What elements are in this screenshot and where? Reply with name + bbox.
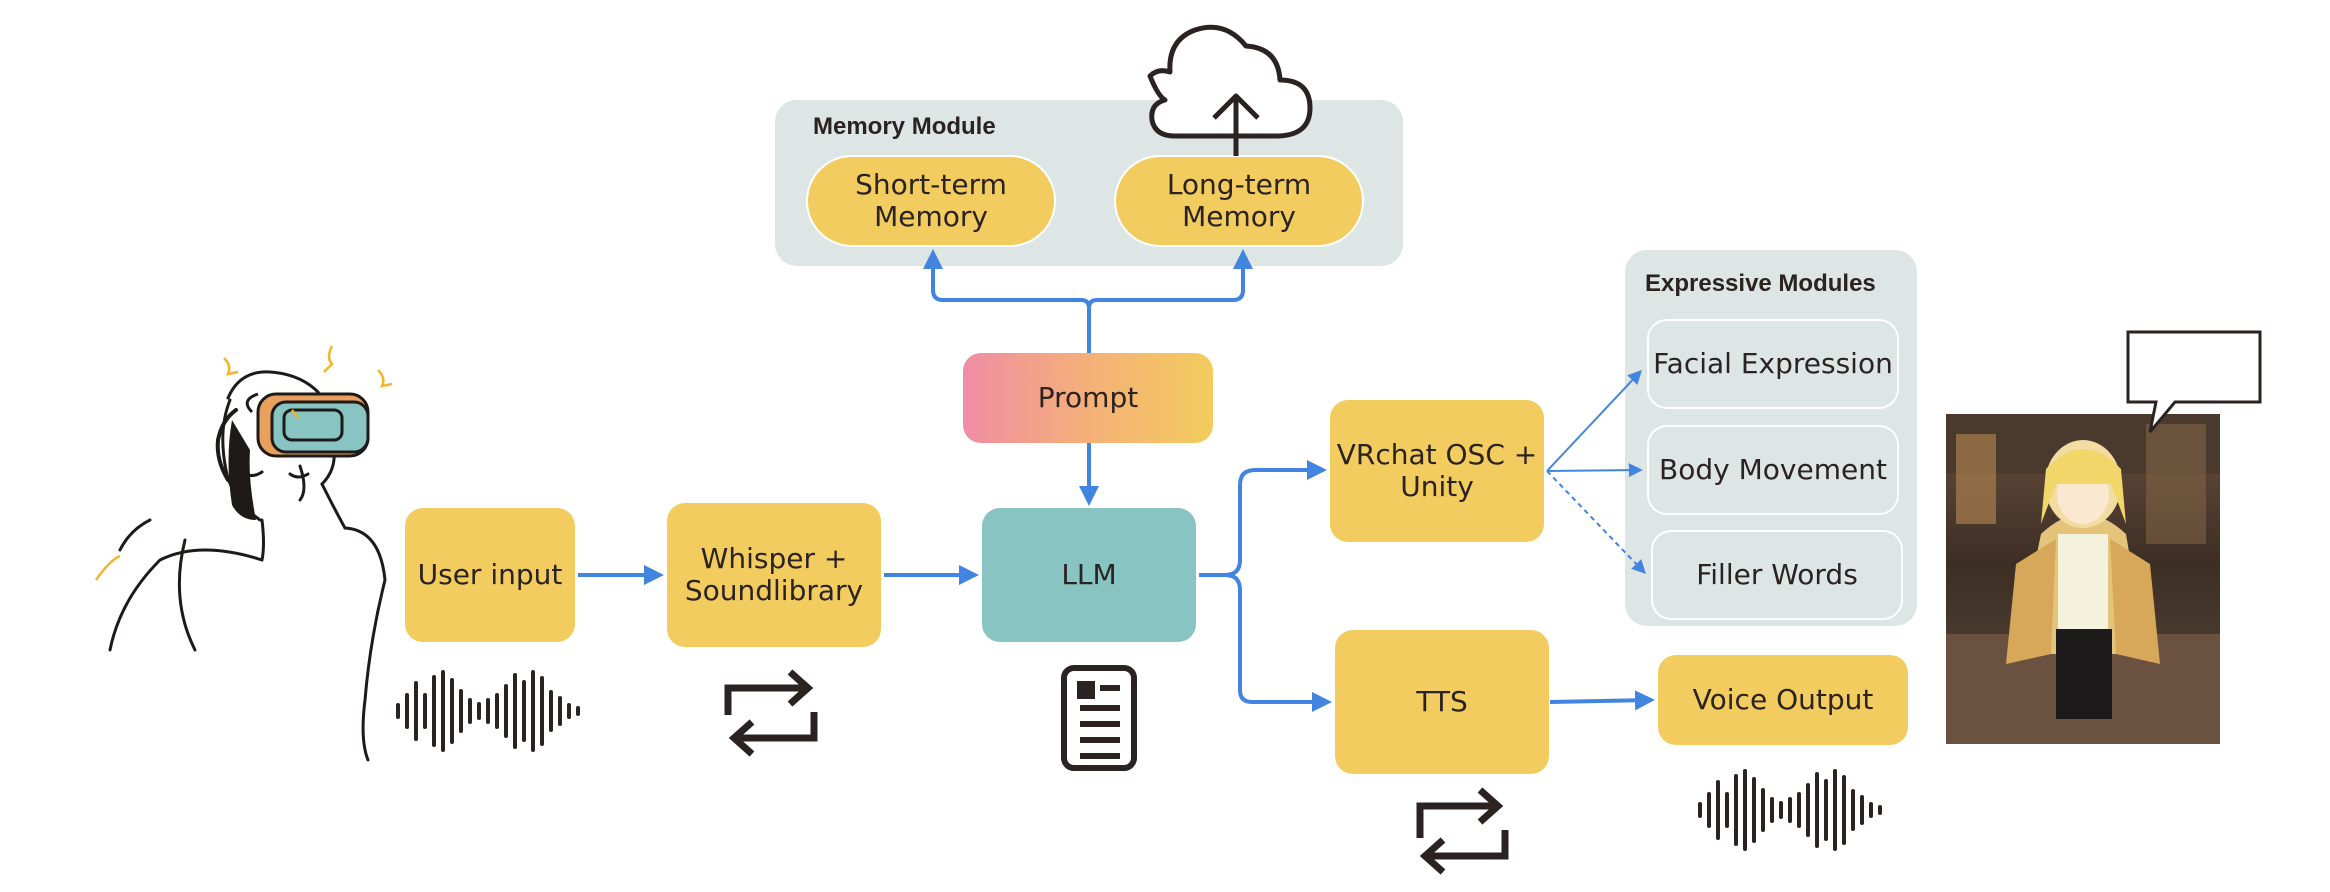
facial-expression-box: Facial Expression xyxy=(1647,319,1899,409)
tts-box: TTS xyxy=(1335,630,1549,774)
refresh-arrows-icon xyxy=(1416,787,1509,875)
vr-headset-icon xyxy=(245,392,370,458)
long-term-memory-box: Long-term Memory xyxy=(1114,155,1364,247)
sound-wave-icon xyxy=(396,670,580,752)
arrow-llm-to-tts xyxy=(1224,573,1332,712)
expressive-arrows xyxy=(1546,369,1646,575)
excitement-marks xyxy=(94,345,393,581)
whisper-soundlibrary-box: Whisper + Soundlibrary xyxy=(667,503,881,647)
filler-words-box: Filler Words xyxy=(1651,530,1903,620)
prompt-box: Prompt xyxy=(963,353,1213,443)
vr-headset-person-icon xyxy=(108,370,387,762)
flow-arrows xyxy=(578,249,1655,712)
speech-bubble-outline xyxy=(2126,330,2262,433)
refresh-arrows-icon xyxy=(724,669,818,757)
vrchat-osc-unity-box: VRchat OSC + Unity xyxy=(1330,400,1544,542)
avatar-image xyxy=(1946,414,2220,744)
memory-module-title: Memory Module xyxy=(813,113,996,140)
voice-output-box: Voice Output xyxy=(1658,655,1908,745)
arrow-tts-to-voice xyxy=(1549,690,1655,711)
llm-box: LLM xyxy=(982,508,1196,642)
expressive-modules-title: Expressive Modules xyxy=(1645,270,1876,297)
hair-shape xyxy=(228,420,256,520)
document-icon xyxy=(1061,665,1137,771)
arrow-to-facial xyxy=(1546,369,1642,472)
body-movement-box: Body Movement xyxy=(1647,425,1899,515)
user-input-box: User input xyxy=(405,508,575,642)
arrow-llm-to-vrchat xyxy=(1199,460,1327,577)
arrow-prompt-to-short-term xyxy=(923,249,1091,353)
sound-wave-icon xyxy=(1698,769,1882,851)
short-term-memory-box: Short-term Memory xyxy=(806,155,1056,247)
arrow-to-body xyxy=(1546,463,1643,478)
arrow-prompt-to-long-term xyxy=(1087,249,1253,309)
arrow-to-filler xyxy=(1546,470,1646,575)
cloud-upload-icon xyxy=(1147,24,1313,156)
